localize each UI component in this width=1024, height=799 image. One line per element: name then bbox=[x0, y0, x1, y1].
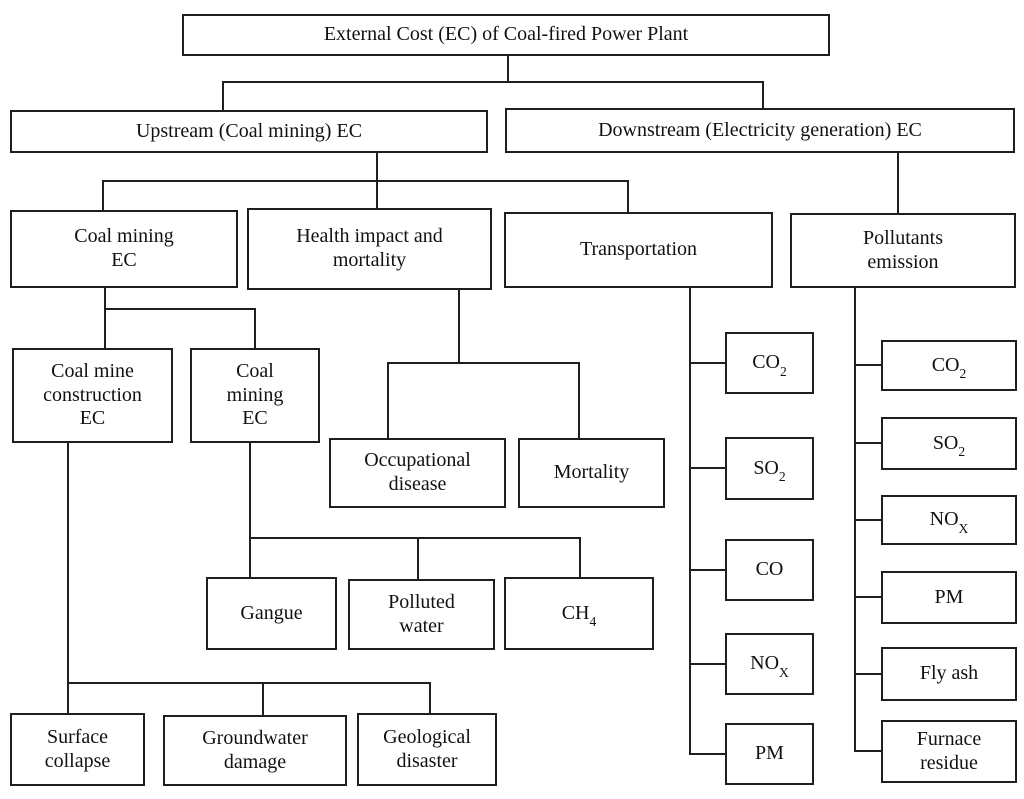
node-so2-transport: SO2 bbox=[725, 437, 814, 500]
node-label: Occupational disease bbox=[364, 449, 471, 495]
node-transportation: Transportation bbox=[504, 212, 773, 288]
edges-health-to-children bbox=[387, 290, 580, 438]
node-surface-collapse: Surface collapse bbox=[10, 713, 145, 786]
node-co-transport: CO bbox=[725, 539, 814, 601]
node-label: CO bbox=[755, 558, 784, 581]
node-pollutants-emission: Pollutants emission bbox=[790, 213, 1016, 288]
chem-main: SO bbox=[753, 456, 779, 479]
edges-root-to-level2 bbox=[222, 55, 764, 110]
edges-pollutants-column bbox=[854, 288, 881, 752]
chem-sub: 2 bbox=[958, 444, 966, 460]
chem-sub: 2 bbox=[780, 363, 787, 379]
node-geological-disaster: Geological disaster bbox=[357, 713, 497, 786]
node-groundwater-damage: Groundwater damage bbox=[163, 715, 347, 786]
node-label: Geological disaster bbox=[383, 725, 471, 772]
node-label: Groundwater damage bbox=[202, 726, 308, 773]
node-label: Health impact and mortality bbox=[296, 225, 443, 271]
chem-main: SO bbox=[932, 431, 959, 454]
node-ch4: CH4 bbox=[504, 577, 654, 650]
chem-sub: X bbox=[958, 520, 969, 536]
chem-main: CO bbox=[752, 351, 780, 374]
node-label: Gangue bbox=[240, 601, 303, 624]
node-label: NOX bbox=[746, 652, 793, 679]
node-label: Fly ash bbox=[919, 662, 979, 685]
node-label: CO2 bbox=[748, 351, 791, 378]
node-coal-mine-construction-ec: Coal mine construction EC bbox=[12, 348, 173, 443]
node-label: PM bbox=[755, 742, 784, 765]
node-label: PM bbox=[934, 585, 964, 608]
edges-transportation-column bbox=[689, 288, 725, 755]
node-label: Coal mining EC bbox=[74, 225, 174, 271]
node-label: Coal mining EC bbox=[226, 360, 284, 430]
edges-coal-mining-ec-to-children bbox=[104, 288, 256, 348]
chem-sub: 4 bbox=[589, 614, 597, 630]
node-label: SO2 bbox=[749, 456, 789, 485]
node-furnace-residue: Furnace residue bbox=[881, 720, 1017, 783]
node-label: Pollutants emission bbox=[862, 226, 943, 273]
node-upstream-ec: Upstream (Coal mining) EC bbox=[10, 110, 488, 153]
chem-sub: 2 bbox=[959, 366, 967, 382]
node-label: Furnace residue bbox=[916, 727, 982, 774]
edges-upstream-to-children bbox=[102, 153, 629, 212]
node-label: Coal mine construction EC bbox=[43, 360, 142, 430]
node-health-impact-mortality: Health impact and mortality bbox=[247, 208, 492, 290]
chem-main: NO bbox=[929, 508, 959, 531]
node-label: Downstream (Electricity generation) EC bbox=[598, 118, 922, 141]
node-label: CO2 bbox=[928, 353, 971, 382]
chem-main: CO bbox=[931, 353, 960, 376]
node-label: NOX bbox=[926, 508, 973, 535]
chem-sub: 2 bbox=[778, 469, 786, 485]
node-occupational-disease: Occupational disease bbox=[329, 438, 506, 508]
node-gangue: Gangue bbox=[206, 577, 337, 650]
node-label: SO2 bbox=[929, 431, 969, 460]
node-label: CH4 bbox=[558, 601, 601, 630]
node-pm-emission: PM bbox=[881, 571, 1017, 624]
chem-sub: X bbox=[779, 664, 789, 680]
chem-main: CH bbox=[561, 601, 590, 624]
node-pm-transport: PM bbox=[725, 723, 814, 785]
node-co2-transport: CO2 bbox=[725, 332, 814, 394]
node-label: Mortality bbox=[553, 461, 630, 484]
node-label: External Cost (EC) of Coal-fired Power P… bbox=[323, 23, 689, 46]
node-nox-emission: NOX bbox=[881, 495, 1017, 545]
node-nox-transport: NOX bbox=[725, 633, 814, 695]
node-label: Polluted water bbox=[388, 590, 455, 637]
node-so2-emission: SO2 bbox=[881, 417, 1017, 470]
node-polluted-water: Polluted water bbox=[348, 579, 495, 650]
node-label: Surface collapse bbox=[44, 725, 111, 772]
node-co2-emission: CO2 bbox=[881, 340, 1017, 391]
edges-construction-to-children bbox=[67, 443, 431, 715]
node-coal-mining-sub-ec: Coal mining EC bbox=[190, 348, 320, 443]
node-downstream-ec: Downstream (Electricity generation) EC bbox=[505, 108, 1015, 153]
node-mortality: Mortality bbox=[518, 438, 665, 508]
node-coal-mining-ec: Coal mining EC bbox=[10, 210, 238, 288]
edges-coal-mining-sub-to-children bbox=[249, 443, 581, 579]
node-fly-ash: Fly ash bbox=[881, 647, 1017, 701]
node-external-cost-root: External Cost (EC) of Coal-fired Power P… bbox=[182, 14, 830, 56]
chem-main: NO bbox=[750, 652, 780, 675]
node-label: Transportation bbox=[579, 238, 698, 261]
node-label: Upstream (Coal mining) EC bbox=[135, 119, 363, 142]
